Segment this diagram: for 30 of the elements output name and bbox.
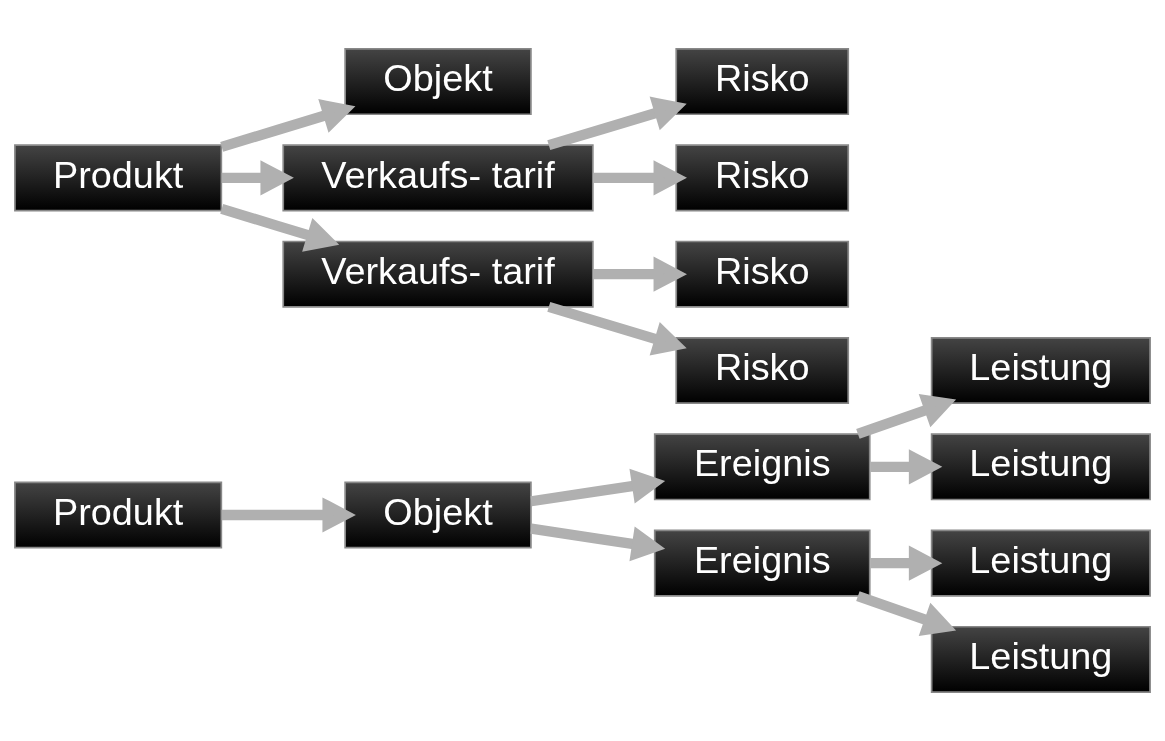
node-box: Risko — [675, 48, 850, 116]
node-box: Ereignis — [653, 529, 871, 597]
node-box: Ereignis — [653, 433, 871, 501]
arrow — [221, 160, 294, 196]
node-box: Leistung — [930, 625, 1151, 693]
node-box: Verkaufs- tarif — [282, 144, 594, 212]
arrow — [530, 468, 666, 507]
arrow — [220, 99, 356, 152]
arrow — [593, 256, 687, 292]
node-box: Risko — [675, 336, 850, 405]
node-box: Produkt — [14, 481, 223, 549]
node-box: Risko — [675, 240, 850, 308]
arrow — [221, 497, 356, 533]
node-box: Verkaufs- tarif — [282, 240, 594, 308]
node-box: Objekt — [344, 48, 532, 116]
arrow — [856, 591, 957, 636]
node-box: Produkt — [14, 144, 223, 212]
arrow — [870, 449, 943, 485]
arrow — [547, 96, 687, 151]
arrow — [856, 394, 957, 439]
arrow — [220, 203, 340, 252]
node-box: Risko — [675, 144, 850, 212]
arrow — [530, 523, 666, 562]
arrow — [547, 302, 687, 356]
arrow — [593, 160, 687, 196]
node-box: Leistung — [930, 529, 1151, 597]
node-box: Leistung — [930, 336, 1151, 405]
node-box: Leistung — [930, 433, 1151, 501]
arrow — [870, 545, 943, 581]
node-box: Objekt — [344, 481, 532, 549]
